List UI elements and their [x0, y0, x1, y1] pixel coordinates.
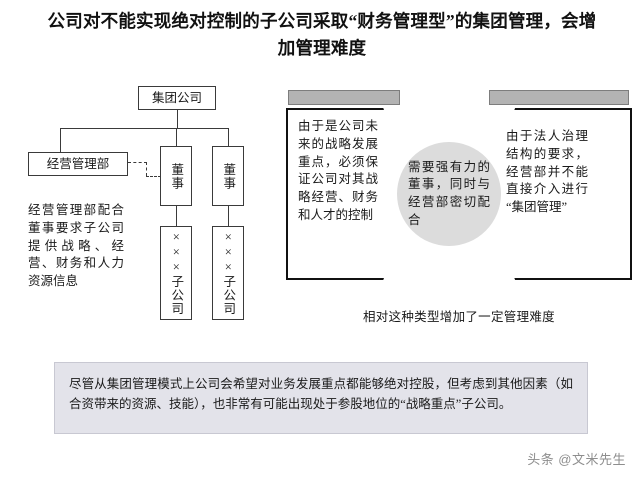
- connector-bus-to-ops-dept: [60, 128, 62, 152]
- org-node-ops-department: 经营管理部: [28, 152, 128, 176]
- right-reason-text: 由于法人治理结构的要求，经营部并不能直接介入进行“集团管理”: [506, 129, 588, 214]
- org-node-director-1: 董事: [160, 146, 192, 206]
- connector-bus-to-director-2: [227, 128, 229, 146]
- page-title: 公司对不能实现绝对控制的子公司采取“财务管理型”的集团管理，会增加管理难度: [47, 11, 597, 59]
- diagram-caption: 相对这种类型增加了一定管理难度: [362, 310, 555, 324]
- org-node-director-2: 董事: [212, 146, 244, 206]
- org-node-subsidiary-2: ×××子公司: [212, 226, 244, 320]
- reasoning-diagram: 由于是公司未来的战略发展重点，必须保证公司对其战略经营、财务和人才的控制 由于法…: [284, 90, 634, 330]
- chevron-left-reason: [286, 108, 414, 280]
- cap-bar-left: [288, 90, 400, 105]
- dashed-connector-segment-2: [146, 162, 147, 176]
- dashed-connector-segment-3: [146, 176, 161, 177]
- connector-director-1-to-subsidiary-1: [175, 206, 177, 226]
- cap-bar-right: [489, 90, 629, 105]
- chevron-right-reason: [484, 108, 632, 280]
- connector-horizontal-bus: [60, 128, 228, 130]
- watermark: 头条 @文米先生: [527, 452, 626, 467]
- connector-group-to-bus: [176, 110, 178, 128]
- ops-department-note: 经营管理部配合董事要求子公司提供战略、经营、财务和人力资源信息: [28, 203, 124, 288]
- dashed-connector-segment-1: [128, 162, 147, 163]
- left-reason-text: 由于是公司未来的战略发展重点，必须保证公司对其战略经营、财务和人才的控制: [298, 119, 378, 222]
- center-conclusion-text: 需要强有力的董事，同时与经营部密切配合: [408, 159, 490, 227]
- center-conclusion-circle: 需要强有力的董事，同时与经营部密切配合: [397, 142, 501, 246]
- connector-director-2-to-subsidiary-2: [227, 206, 229, 226]
- connector-bus-to-director-1: [175, 128, 177, 146]
- org-node-group-company: 集团公司: [138, 86, 216, 110]
- org-chart: 集团公司 经营管理部 董事 董事 ×××子公司 ×××子公司 经营管理部配合董事…: [0, 78, 290, 328]
- org-node-subsidiary-1: ×××子公司: [160, 226, 192, 320]
- bottom-note-box: 尽管从集团管理模式上公司会希望对业务发展重点都能够绝对控股，但考虑到其他因素（如…: [54, 362, 588, 434]
